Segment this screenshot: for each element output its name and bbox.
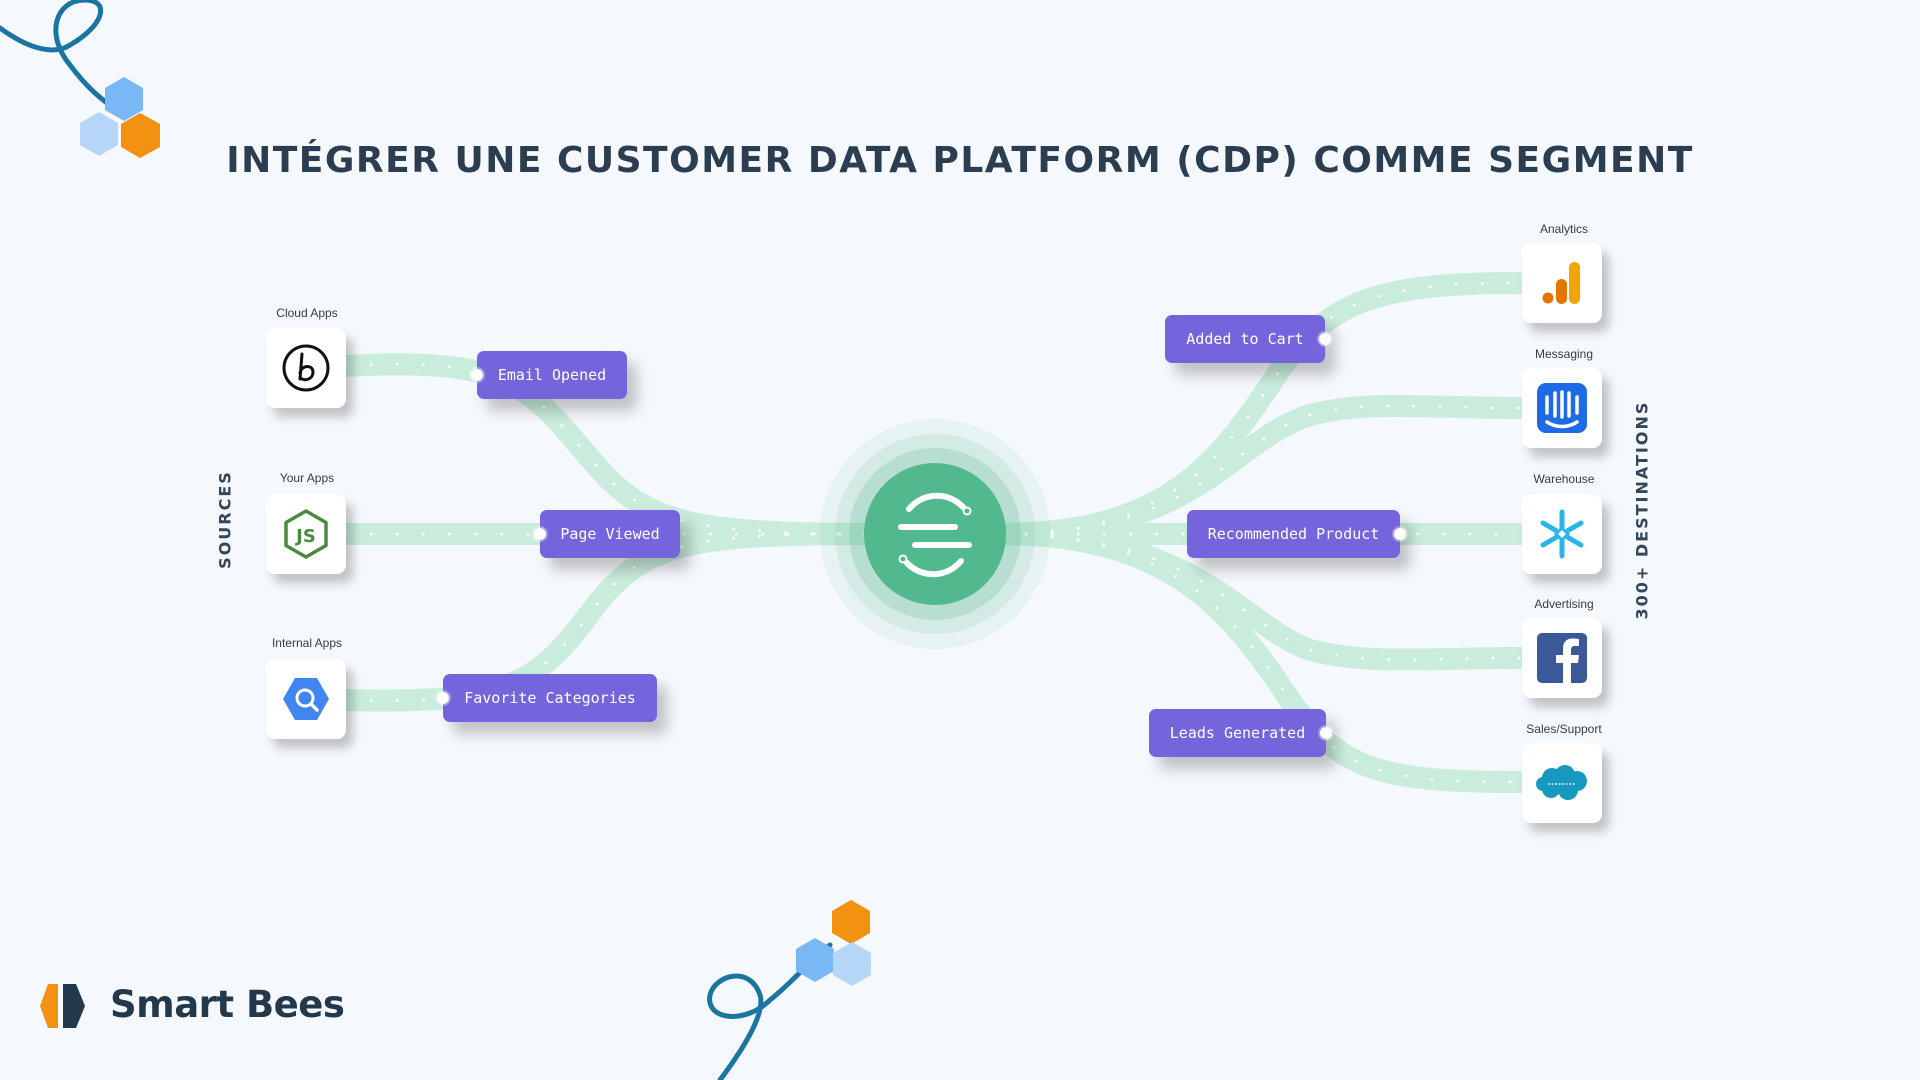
hex-orange (121, 113, 160, 158)
path-messaging (989, 394, 1531, 545)
event-recommended-product[interactable]: Recommended Product (1187, 510, 1406, 558)
smart-bees-logo-icon (40, 984, 85, 1028)
source-caption-internal-apps: Internal Apps (271, 636, 343, 650)
segment-hub (820, 419, 1050, 649)
destinations-label: 300+ DESTINATIONS (1632, 400, 1652, 620)
hex-light (80, 112, 118, 156)
bigquery-icon (283, 678, 329, 720)
connector-dot (1320, 727, 1332, 739)
source-tile-internal-apps[interactable] (266, 659, 346, 739)
google-analytics-icon (1542, 262, 1580, 304)
connector-dot (1394, 528, 1406, 540)
dest-caption-sales-support: Sales/Support (1526, 722, 1602, 736)
source-caption-cloud-apps: Cloud Apps (276, 306, 338, 320)
connector-dot (534, 528, 546, 540)
hex-orange (832, 900, 870, 944)
event-label: Added to Cart (1186, 330, 1304, 348)
source-caption-your-apps: Your Apps (279, 471, 335, 485)
event-added-to-cart[interactable]: Added to Cart (1165, 315, 1331, 363)
source-tile-cloud-apps[interactable] (266, 328, 346, 408)
nodejs-icon: JS (284, 509, 328, 559)
salesforce-icon (1536, 765, 1587, 800)
event-label: Favorite Categories (464, 689, 636, 707)
hex-blue (796, 938, 834, 982)
decor-bottom-center (707, 900, 871, 1080)
event-page-viewed[interactable]: Page Viewed (534, 510, 680, 558)
event-leads-generated[interactable]: Leads Generated (1149, 709, 1332, 757)
swirl-line (707, 942, 833, 1080)
facebook-icon (1537, 633, 1587, 683)
segment-logo-icon (898, 492, 972, 578)
connector-dot (471, 369, 483, 381)
event-label: Email Opened (497, 366, 607, 384)
hex-light (833, 942, 871, 986)
braze-icon (282, 344, 330, 392)
dest-tile-warehouse[interactable] (1522, 494, 1602, 574)
dest-caption-advertising: Advertising (1534, 597, 1594, 611)
dest-tile-messaging[interactable] (1522, 368, 1602, 448)
dest-tile-advertising[interactable] (1522, 618, 1602, 698)
connector-dot (437, 692, 449, 704)
svg-text:JS: JS (294, 526, 316, 547)
dest-tile-analytics[interactable] (1522, 243, 1602, 323)
intercom-icon (1537, 383, 1587, 433)
brand-name: Smart Bees (110, 983, 345, 1026)
event-email-opened[interactable]: Email Opened (471, 351, 627, 399)
dest-caption-analytics: Analytics (1539, 222, 1589, 236)
hex-blue (105, 77, 143, 121)
dest-caption-messaging: Messaging (1534, 347, 1594, 361)
event-favorite-categories[interactable]: Favorite Categories (437, 674, 657, 722)
page-title: INTÉGRER UNE CUSTOMER DATA PLATFORM (CDP… (226, 140, 1694, 181)
event-label: Recommended Product (1207, 525, 1380, 543)
swirl-line (0, 0, 121, 113)
source-tile-your-apps[interactable]: JS (266, 494, 346, 574)
dest-caption-warehouse: Warehouse (1533, 472, 1595, 486)
event-label: Page Viewed (560, 525, 660, 543)
dest-tile-sales-support[interactable] (1522, 743, 1602, 823)
decor-top-left (0, 0, 160, 158)
event-label: Leads Generated (1169, 724, 1306, 742)
connector-dot (1319, 333, 1331, 345)
snowflake-icon (1540, 509, 1584, 559)
